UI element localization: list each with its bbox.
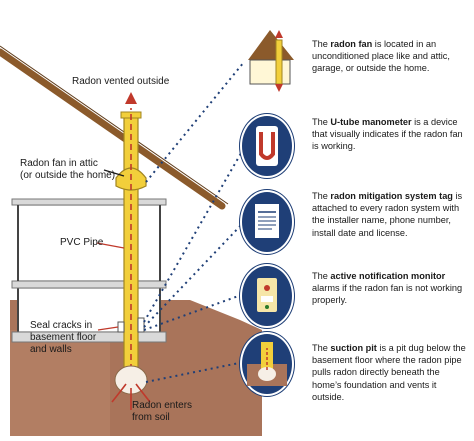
system-tag-icon bbox=[240, 190, 294, 254]
desc-bold: radon fan bbox=[330, 39, 373, 49]
desc-bold: active notification monitor bbox=[330, 271, 446, 281]
desc-post: is attached to every radon system with t… bbox=[312, 191, 463, 238]
desc-pre: The bbox=[312, 191, 331, 201]
desc-bold: radon mitigation system tag bbox=[330, 191, 453, 201]
basement-floor bbox=[11, 331, 167, 343]
vent-arrow bbox=[125, 92, 137, 104]
label-seal-line3: and walls bbox=[30, 344, 72, 355]
house-roof-fan-icon bbox=[248, 30, 294, 92]
label-pvc: PVC Pipe bbox=[60, 237, 104, 248]
desc-radon-fan: The radon fan is located in an unconditi… bbox=[312, 38, 468, 75]
label-fan-line1: Radon fan in attic bbox=[20, 158, 98, 169]
label-enters-line2: from soil bbox=[132, 412, 170, 423]
desc-pre: The bbox=[312, 343, 331, 353]
desc-post: is a pit dug below the basement floor wh… bbox=[312, 343, 466, 402]
desc-pre: The bbox=[312, 271, 331, 281]
desc-post: is located in an unconditioned place lik… bbox=[312, 39, 450, 74]
desc-manometer: The U-tube manometer is a device that vi… bbox=[312, 116, 468, 153]
desc-bold: suction pit bbox=[330, 343, 377, 353]
desc-suction-pit: The suction pit is a pit dug below the b… bbox=[312, 342, 468, 403]
soil-shadow bbox=[10, 330, 110, 436]
desc-monitor: The active notification monitor alarms i… bbox=[312, 270, 468, 307]
label-seal-line1: Seal cracks in bbox=[30, 320, 93, 331]
suction-pit-icon bbox=[240, 332, 294, 396]
desc-tag: The radon mitigation system tag is attac… bbox=[312, 190, 468, 239]
label-vented: Radon vented outside bbox=[72, 76, 170, 87]
label-enters-line1: Radon enters bbox=[132, 400, 193, 411]
desc-post: alarms if the radon fan is not working p… bbox=[312, 283, 463, 306]
roof bbox=[0, 48, 226, 210]
desc-pre: The bbox=[312, 39, 331, 49]
u-tube-manometer-icon bbox=[240, 114, 294, 178]
desc-bold: U-tube manometer bbox=[330, 117, 412, 127]
desc-post: is a device that visually indicates if t… bbox=[312, 117, 463, 152]
notification-monitor-icon bbox=[240, 264, 294, 328]
label-seal-line2: basement floor bbox=[30, 332, 97, 343]
label-fan-line2: (or outside the home) bbox=[20, 170, 116, 181]
desc-pre: The bbox=[312, 117, 331, 127]
